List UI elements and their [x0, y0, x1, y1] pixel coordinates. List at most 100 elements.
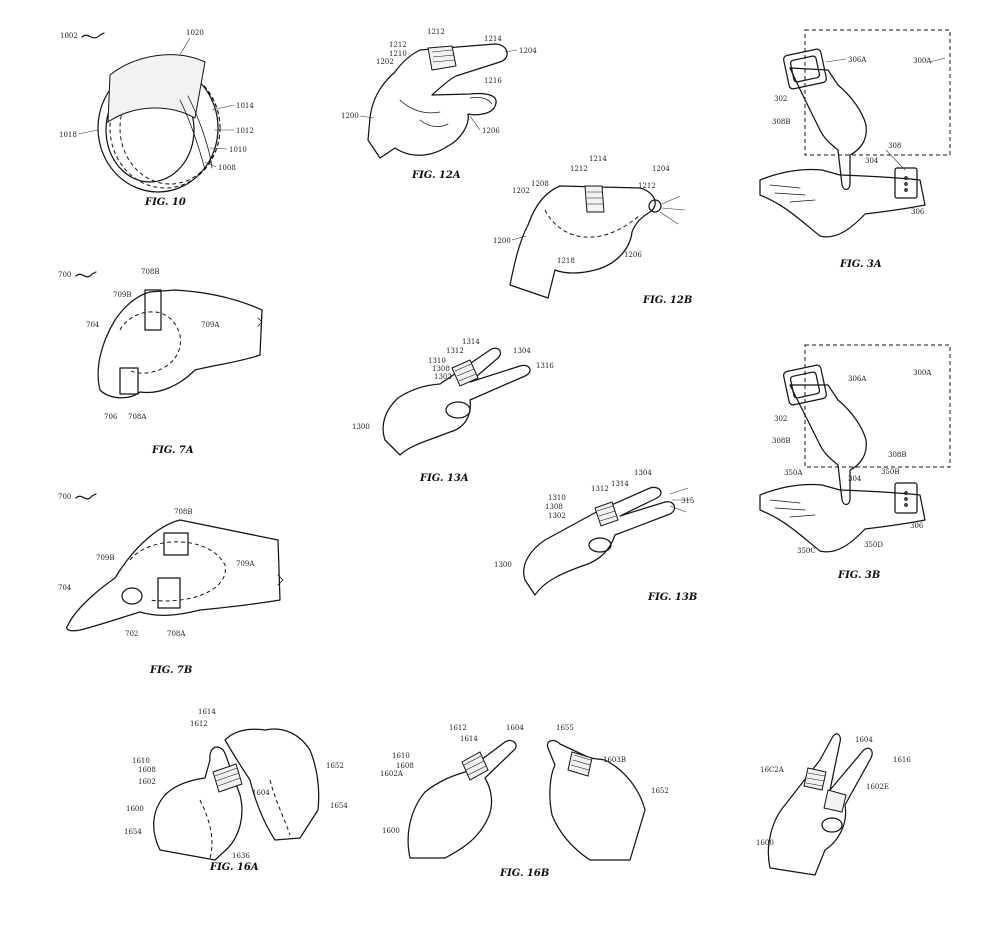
- ref-1200: 1200: [493, 237, 511, 245]
- caption-fig-3a: FIG. 3A: [839, 259, 882, 270]
- ref-350b: 350B: [881, 468, 900, 476]
- ref-1608: 1608: [396, 762, 414, 770]
- ref-308b: 308B: [772, 118, 791, 126]
- caption-fig-12a: FIG. 12A: [411, 170, 461, 181]
- ref-300a: 300A: [913, 57, 932, 65]
- ref-1206: 1206: [482, 127, 500, 135]
- ref-1314: 1314: [611, 480, 629, 488]
- ref-1600: 1600: [756, 839, 774, 847]
- ref-1214: 1214: [484, 35, 502, 43]
- ref-1218: 1218: [557, 257, 575, 265]
- ref-1312: 1312: [446, 347, 464, 355]
- caption-fig-13a: FIG. 13A: [419, 473, 469, 484]
- ref-1212: 1212: [570, 165, 588, 173]
- ref-1612: 1612: [449, 724, 467, 732]
- ref-1600: 1600: [382, 827, 400, 835]
- ref-1608: 1608: [138, 766, 156, 774]
- ref-1602e: 1602E: [866, 783, 889, 791]
- ref-306a: 306A: [848, 375, 867, 383]
- caption-fig-12b: FIG. 12B: [642, 295, 692, 306]
- ref-1602: 1602: [138, 778, 156, 786]
- caption-fig-16b: FIG. 16B: [499, 868, 549, 879]
- ref-1654-left: 1654: [124, 828, 142, 836]
- ref-300a: 300A: [913, 369, 932, 377]
- ref-1308: 1308: [545, 503, 563, 511]
- fig-3b-watch-hand: 306A 300A 302 308B 308B 350A 304 350B 30…: [759, 344, 951, 581]
- ref-1614: 1614: [460, 735, 478, 743]
- ref-700: 700: [58, 493, 71, 501]
- ref-1018: 1018: [59, 131, 77, 139]
- ref-308: 308: [888, 142, 901, 150]
- ref-1604: 1604: [855, 736, 873, 744]
- ref-1314: 1314: [462, 338, 480, 346]
- ref-350c: 350C: [797, 547, 816, 555]
- ref-1604: 1604: [252, 789, 270, 797]
- caption-fig-7a: FIG. 7A: [151, 445, 194, 456]
- fig-16c-hand: 1604 16C2A 1616 1602E 1600: [756, 733, 911, 876]
- caption-fig-13b: FIG. 13B: [647, 592, 697, 603]
- ref-1002: 1002: [60, 32, 78, 40]
- ref-708a: 708A: [167, 630, 186, 638]
- ref-1612: 1612: [190, 720, 208, 728]
- ref-1636: 1636: [232, 852, 250, 860]
- ref-306: 306: [911, 208, 925, 216]
- ref-1008: 1008: [218, 164, 236, 172]
- ref-1204: 1204: [519, 47, 537, 55]
- ref-1206: 1206: [624, 251, 642, 259]
- fig-7a-hand: 700 708B 709B 709A 704 706 708A FIG. 7A: [58, 268, 263, 456]
- caption-fig-16a: FIG. 16A: [209, 862, 259, 873]
- ref-1202: 1202: [512, 187, 530, 195]
- ref-709b: 709B: [96, 554, 115, 562]
- ref-709a: 709A: [201, 321, 220, 329]
- ref-1652: 1652: [326, 762, 344, 770]
- fig-12b-hand: 1214 1212 1208 1204 1212 1202 1200 1218 …: [493, 155, 692, 306]
- fig-13a-hand: 1314 1312 1304 1310 1308 1302 1316 1300 …: [352, 338, 554, 484]
- ref-16c2a: 16C2A: [760, 766, 785, 774]
- ref-1302: 1302: [548, 512, 566, 520]
- ref-1302: 1302: [434, 373, 452, 381]
- ref-1304: 1304: [513, 347, 531, 355]
- ref-1212-right: 1212: [638, 182, 656, 190]
- fig-10-ring: 1002 1020 1014 1012 1010 1008 1018 FIG. …: [59, 29, 254, 208]
- ref-1202: 1202: [376, 58, 394, 66]
- ref-1655: 1655: [556, 724, 574, 732]
- ref-1204: 1204: [652, 165, 670, 173]
- ref-1654-right: 1654: [330, 802, 348, 810]
- ref-1214: 1214: [589, 155, 607, 163]
- ref-1610: 1610: [132, 757, 150, 765]
- ref-704: 704: [86, 321, 100, 329]
- ref-1216: 1216: [484, 77, 502, 85]
- ref-1614: 1614: [198, 708, 216, 716]
- ref-1652: 1652: [651, 787, 669, 795]
- ref-1610: 1610: [392, 752, 410, 760]
- fig-3a-watch-hand: 306A 300A 302 308B 308 304 306 FIG. 3A: [759, 29, 951, 270]
- ref-304: 304: [865, 157, 879, 165]
- ref-706: 706: [104, 413, 118, 421]
- ref-1616: 1616: [893, 756, 911, 764]
- ref-308b-right: 308B: [888, 451, 907, 459]
- fig-16b-hands: 1612 1614 1604 1610 1608 1602A 1600 1655…: [380, 724, 669, 879]
- ref-708b: 708B: [141, 268, 160, 276]
- fig-13b-hand: 1304 1310 1312 1314 1308 1302 315 1300 F…: [494, 469, 697, 603]
- ref-1310: 1310: [548, 494, 566, 502]
- ref-306a: 306A: [848, 56, 867, 64]
- ref-350a: 350A: [784, 469, 803, 477]
- caption-fig-3b: FIG. 3B: [837, 570, 880, 581]
- fig-12a-hand: 1212 1210 1212 1214 1204 1202 1216 1200 …: [341, 28, 537, 181]
- ref-1212: 1212: [389, 41, 407, 49]
- ref-708b: 708B: [174, 508, 193, 516]
- ref-702: 702: [125, 630, 138, 638]
- ref-315: 315: [681, 497, 694, 505]
- ref-1300: 1300: [352, 423, 370, 431]
- fig-16a-hands: 1614 1612 1610 1608 1602 1604 1652 1600 …: [124, 708, 348, 873]
- ref-709b: 709B: [113, 291, 132, 299]
- ref-1603b: 1603B: [603, 756, 626, 764]
- ref-1012: 1012: [236, 127, 254, 135]
- ref-1600: 1600: [126, 805, 144, 813]
- ref-1010: 1010: [229, 146, 247, 154]
- ref-302: 302: [774, 415, 787, 423]
- ref-1212-top: 1212: [427, 28, 445, 36]
- ref-302: 302: [774, 95, 787, 103]
- ref-304: 304: [848, 475, 862, 483]
